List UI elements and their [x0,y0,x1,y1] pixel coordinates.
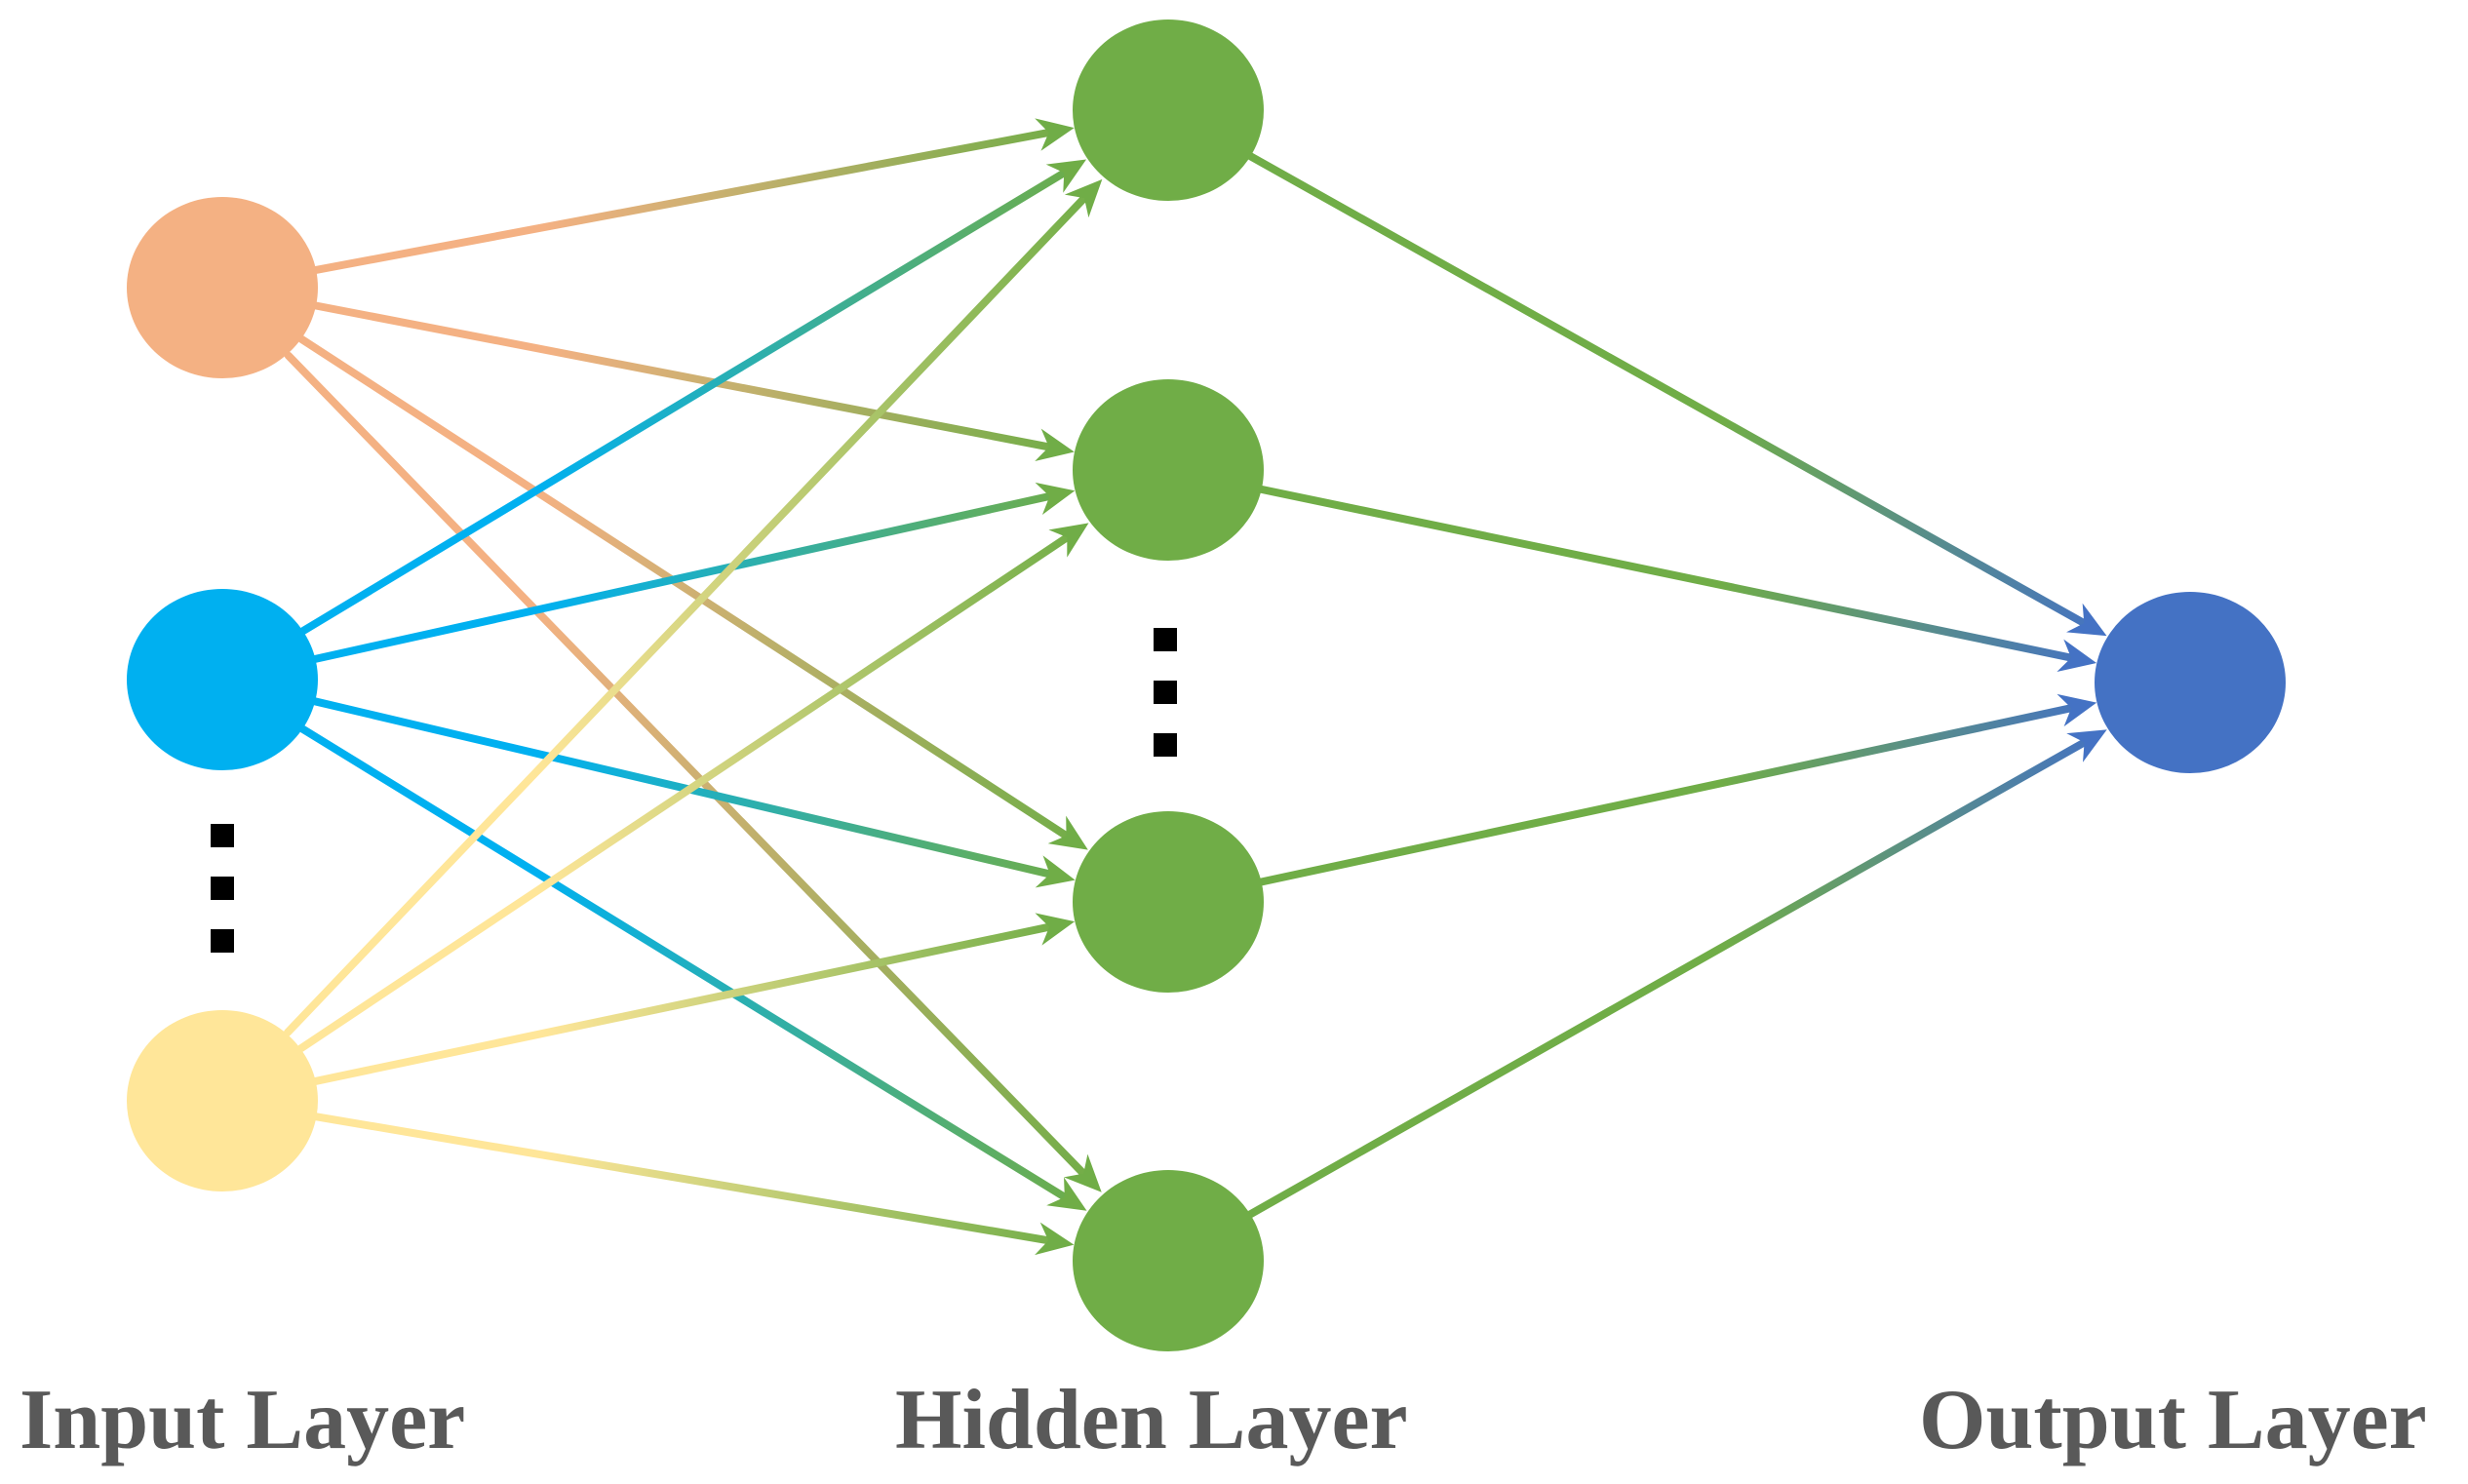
edge-hidden-1-to-output [1246,152,2107,637]
output-node [2095,592,2286,773]
input-layer-label: Input Layer [20,1373,465,1467]
edge-input-1-to-hidden-1 [311,118,1075,275]
input-node-orange [127,197,318,378]
edge-input-1-to-hidden-3 [297,334,1088,850]
edge-input-3-to-hidden-2 [296,523,1089,1053]
hidden-node-1 [1073,20,1264,201]
edge-input-2-to-hidden-1 [299,159,1087,635]
edge-hidden-2-to-output [1256,485,2097,672]
hidden-node-3 [1073,811,1264,993]
edge-input-3-to-hidden-1 [283,178,1103,1036]
edge-hidden-4-to-output [1246,729,2107,1219]
edge-hidden-3-to-output [1256,693,2097,886]
output-layer-label: Output Layer [1919,1373,2427,1467]
input-node-yellow [127,1010,318,1191]
hidden-layer-ellipsis [1154,628,1177,757]
edge-input-1-to-hidden-4 [284,351,1102,1192]
edge-input-1-to-hidden-2 [311,301,1075,461]
input-layer-ellipsis [211,824,234,953]
edge-input-3-to-hidden-3 [310,913,1076,1086]
edge-input-3-to-hidden-4 [311,1113,1075,1256]
hidden-node-2 [1073,379,1264,561]
edge-input-2-to-hidden-4 [298,724,1087,1211]
edge-input-2-to-hidden-3 [310,697,1076,888]
hidden-node-4 [1073,1170,1264,1351]
network-nodes [127,20,2286,1351]
hidden-layer-label: Hidden Layer [895,1373,1408,1467]
edge-input-2-to-hidden-2 [310,482,1076,664]
ellipsis-markers [211,628,1177,953]
connection-edges [283,118,2107,1256]
input-node-blue [127,589,318,770]
